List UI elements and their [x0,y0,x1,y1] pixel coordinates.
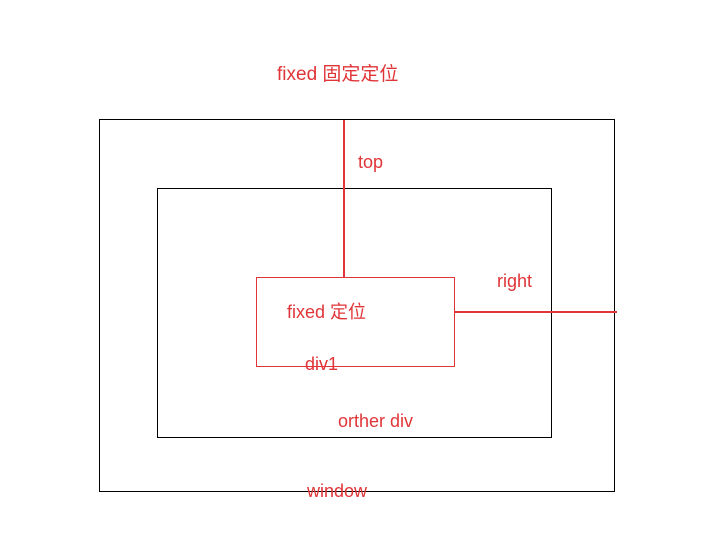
other-div-label: orther div [338,411,414,431]
top-offset-line [343,120,345,277]
top-offset-label: top [358,152,384,172]
fixed-div1-rectangle [256,277,455,367]
diagram-title: fixed 固定定位 [277,64,399,85]
right-offset-line [455,311,617,313]
window-label: window [307,481,368,501]
fixed-box-label: fixed 定位 [287,302,367,322]
other-div-rectangle [157,188,552,438]
right-offset-label: right [497,271,533,291]
window-rectangle [99,119,615,492]
div1-label: div1 [305,354,339,374]
